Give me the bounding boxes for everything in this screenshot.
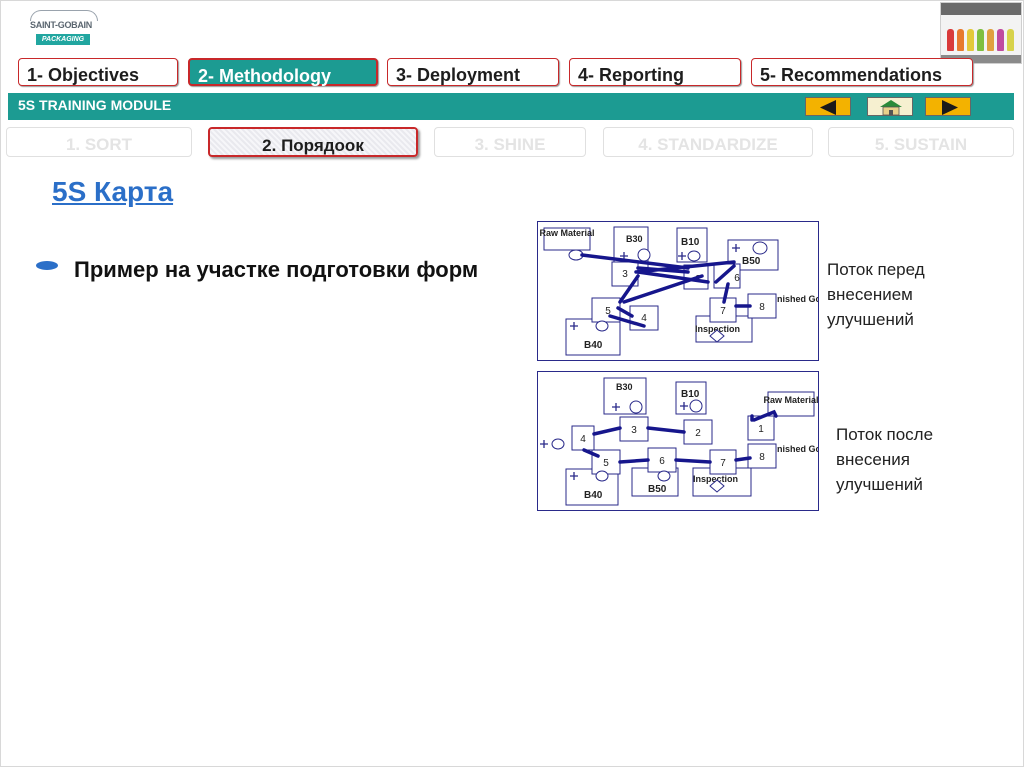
raw-label: Raw Material <box>763 395 818 405</box>
b50-label: B50 <box>648 484 667 495</box>
b40-label: B40 <box>584 340 603 351</box>
step-order[interactable]: 2. Порядоок <box>208 127 418 157</box>
b50-label: B50 <box>742 256 761 267</box>
step-standardize[interactable]: 4. STANDARDIZE <box>603 127 813 157</box>
flow-diagram-after: B30 B10 Raw Material B40 B50 Inspection … <box>537 371 819 511</box>
page-title: 5S Карта <box>52 176 173 208</box>
node-1: 1 <box>758 424 764 435</box>
node-5: 5 <box>603 458 609 469</box>
b10-label: B10 <box>681 237 700 248</box>
b10-label: B10 <box>681 389 700 400</box>
b30-label: B30 <box>616 382 633 392</box>
module-title: 5S TRAINING MODULE <box>18 97 171 113</box>
next-button[interactable] <box>925 97 971 116</box>
arrow-right-icon <box>926 98 972 117</box>
step-shine[interactable]: 3. SHINE <box>434 127 586 157</box>
node-3: 3 <box>631 425 637 436</box>
logo-brand: SAINT-GOBAIN <box>12 20 110 30</box>
tab-reporting[interactable]: 4- Reporting <box>569 58 741 86</box>
node-6: 6 <box>734 273 740 284</box>
node-4: 4 <box>580 434 586 445</box>
prev-button[interactable] <box>805 97 851 116</box>
b40-label: B40 <box>584 490 603 501</box>
b30-label: B30 <box>626 234 643 244</box>
arrow-left-icon <box>806 98 852 117</box>
home-button[interactable] <box>867 97 913 116</box>
tab-methodology[interactable]: 2- Methodology <box>188 58 378 86</box>
node-3: 3 <box>622 269 628 280</box>
flow-diagram-before: Raw Material B30 B10 B50 B40 Inspection … <box>537 221 819 361</box>
node-7: 7 <box>720 458 726 469</box>
node-4: 4 <box>641 313 647 324</box>
node-6: 6 <box>659 456 665 467</box>
node-8: 8 <box>759 302 765 313</box>
tab-objectives[interactable]: 1- Objectives <box>18 58 178 86</box>
step-sustain[interactable]: 5. SUSTAIN <box>828 127 1014 157</box>
node-7: 7 <box>720 306 726 317</box>
node-2: 2 <box>695 428 701 439</box>
saint-gobain-logo: SAINT-GOBAIN PACKAGING <box>12 10 110 46</box>
bullet-text: Пример на участке подготовки форм <box>56 254 486 285</box>
module-bar: 5S TRAINING MODULE <box>8 93 1014 120</box>
home-icon <box>868 98 914 117</box>
caption-after: Поток после внесения улучшений <box>836 422 986 497</box>
logo-sub: PACKAGING <box>36 34 90 45</box>
node-8: 8 <box>759 452 765 463</box>
caption-before: Поток перед внесением улучшений <box>827 257 977 332</box>
raw-label: Raw Material <box>539 228 594 238</box>
bottles-thumbnail <box>940 2 1022 64</box>
tab-recommendations[interactable]: 5- Recommendations <box>751 58 973 86</box>
step-sort[interactable]: 1. SORT <box>6 127 192 157</box>
tab-deployment[interactable]: 3- Deployment <box>387 58 559 86</box>
bullet-icon <box>36 261 58 270</box>
